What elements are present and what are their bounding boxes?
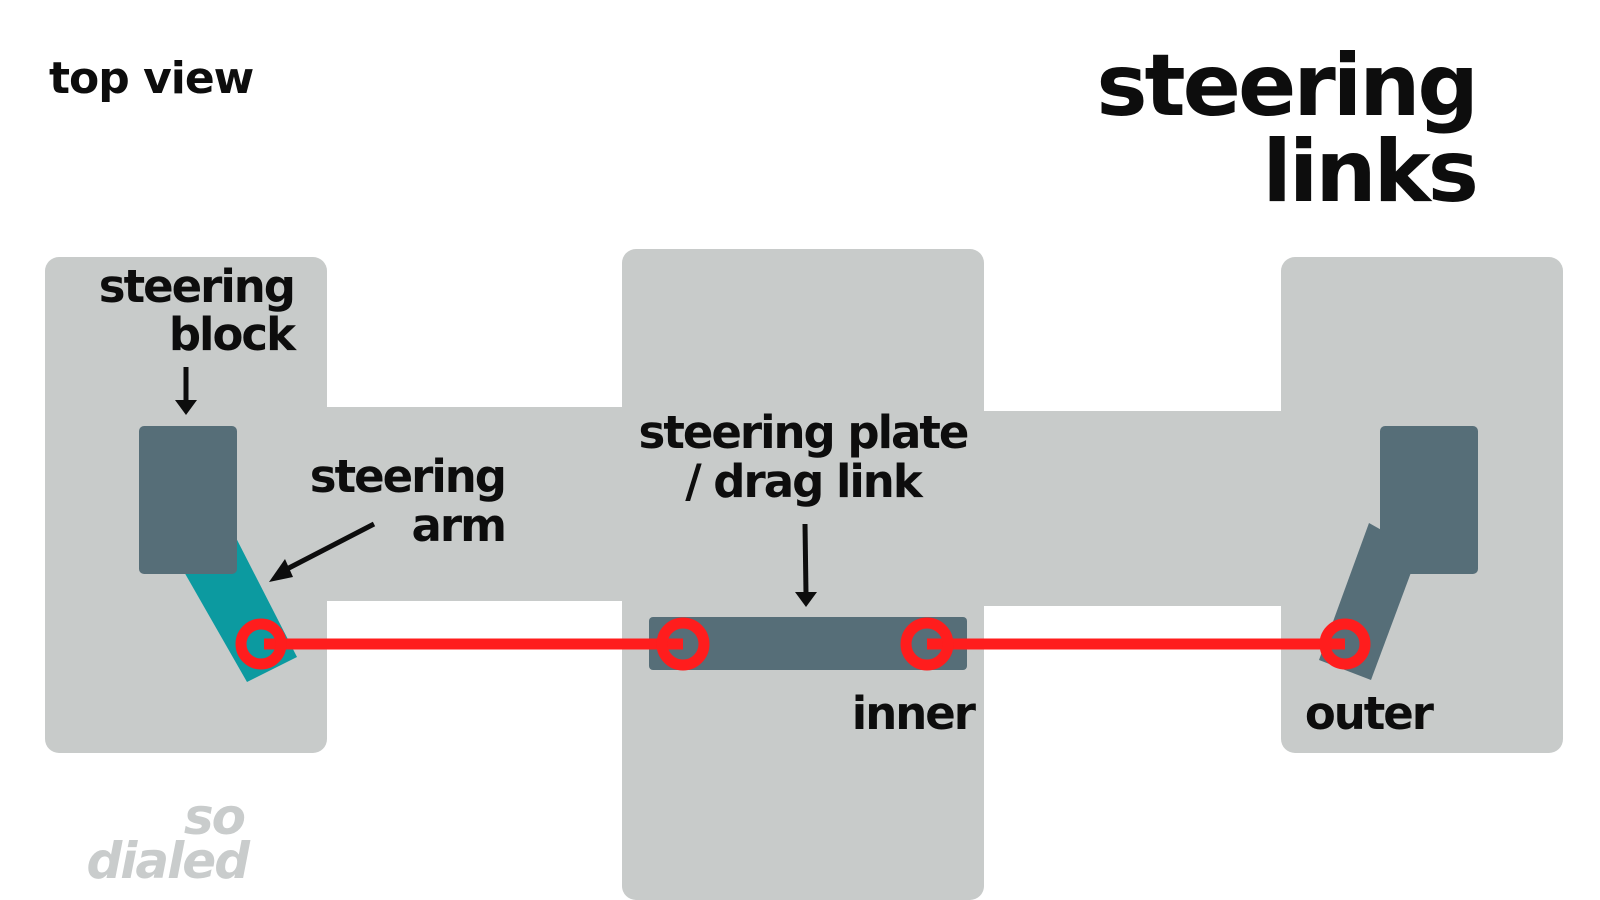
steering-plate-label-line2: / drag link xyxy=(685,455,924,508)
steering-block-label-line2: block xyxy=(169,308,297,361)
right-outer-ball-joint xyxy=(1319,618,1371,670)
chassis-crossbar-left xyxy=(320,407,630,601)
steering-plate-arrow xyxy=(802,523,809,595)
steering-links xyxy=(235,617,1371,671)
steering-arm-label-line2: arm xyxy=(412,499,505,552)
steering-block-arrowhead xyxy=(175,400,197,415)
inner-label: inner xyxy=(852,687,977,740)
chassis-crossbar-right xyxy=(978,411,1288,606)
page-title-line2: links xyxy=(1262,122,1476,222)
right-steering-block xyxy=(1380,426,1478,574)
center-chassis-block xyxy=(622,249,984,900)
steering-block-label-line1: steering xyxy=(99,260,294,313)
left-inner-ball-joint xyxy=(656,617,710,671)
steering-plate xyxy=(649,617,967,670)
steering-arm-arrowhead xyxy=(269,559,293,582)
chassis xyxy=(45,249,1563,900)
outer-label: outer xyxy=(1305,687,1435,740)
left-outer-ball-joint xyxy=(235,618,287,670)
steering-plate-label-line1: steering plate xyxy=(639,406,968,459)
right-inner-ball-joint xyxy=(900,617,954,671)
steering-arm-label-line1: steering xyxy=(310,450,505,503)
page-title-line1: steering xyxy=(1096,36,1476,136)
brand-logo: so dialed xyxy=(86,788,253,890)
left-steering-block xyxy=(139,426,237,574)
view-label: top view xyxy=(49,53,254,104)
steering-arm-arrow xyxy=(283,521,376,573)
steering-plate-arrowhead xyxy=(795,592,817,607)
logo-line1: so xyxy=(184,788,245,846)
arrows xyxy=(175,367,817,607)
logo-line2: dialed xyxy=(86,832,251,890)
